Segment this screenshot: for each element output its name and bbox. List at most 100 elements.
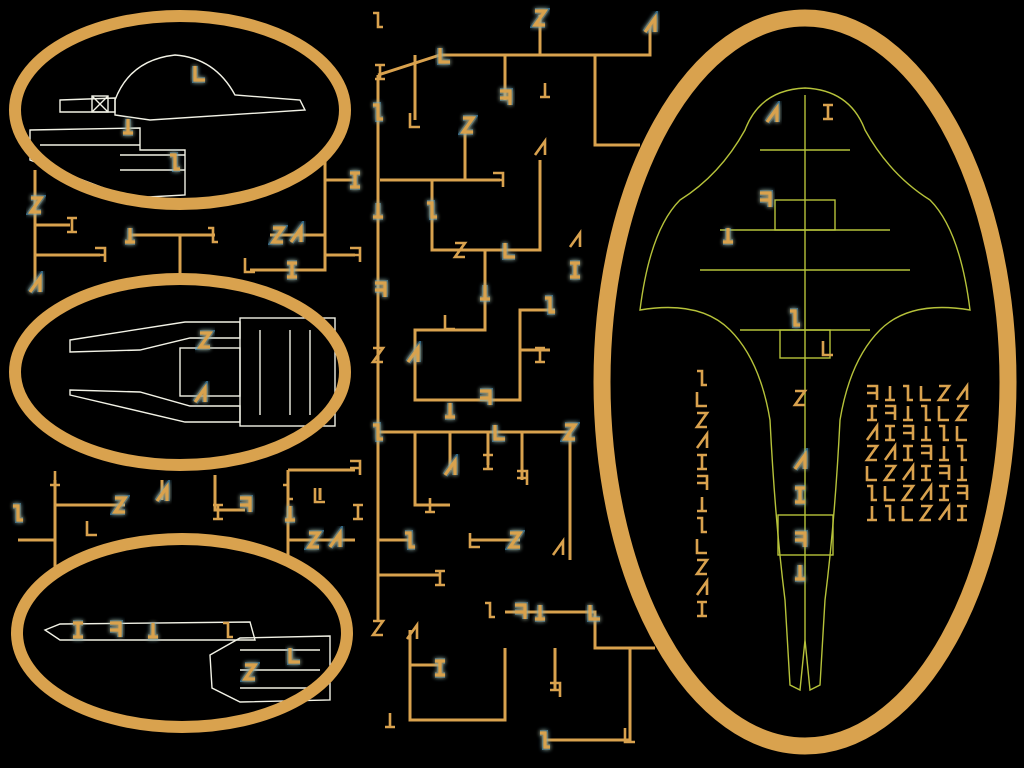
glyph-icon bbox=[957, 466, 967, 482]
glyph-icon bbox=[921, 404, 931, 422]
glyph-icon bbox=[540, 83, 550, 99]
glyph-icon bbox=[697, 516, 707, 534]
glowing-glyph-icon bbox=[540, 731, 550, 749]
glowing-glyph-icon bbox=[535, 605, 545, 621]
glowing-glyph-icon bbox=[531, 9, 549, 27]
glowing-glyph-icon bbox=[27, 196, 45, 214]
glyph-icon bbox=[468, 533, 480, 549]
glyph-icon bbox=[939, 484, 949, 502]
glyph-icon bbox=[697, 497, 707, 513]
glyph-icon bbox=[939, 464, 951, 480]
glowing-glyph-icon bbox=[760, 191, 772, 207]
glyph-icon bbox=[493, 171, 505, 187]
glyph-icon bbox=[957, 444, 967, 462]
glyph-icon bbox=[95, 246, 107, 262]
glowing-glyph-icon bbox=[500, 89, 512, 105]
glowing-glyph-icon bbox=[723, 228, 733, 244]
glyph-icon bbox=[695, 539, 707, 555]
glyph-icon bbox=[883, 486, 895, 502]
glyph-icon bbox=[864, 444, 880, 462]
glyph-icon bbox=[903, 424, 915, 440]
glyph-icon bbox=[283, 483, 293, 501]
glyph-icon bbox=[370, 619, 386, 637]
frame-ship-nacelles bbox=[9, 273, 351, 471]
glowing-glyph-icon bbox=[515, 603, 527, 619]
glyph-icon bbox=[900, 484, 916, 502]
glowing-glyph-icon bbox=[445, 403, 455, 419]
connector-line bbox=[545, 648, 632, 742]
glyph-icon bbox=[695, 392, 707, 408]
glowing-glyph-icon bbox=[350, 171, 360, 189]
glowing-glyph-icon bbox=[405, 531, 415, 549]
glowing-glyph-icon bbox=[373, 103, 383, 121]
glowing-glyph-icon bbox=[125, 228, 135, 244]
glowing-glyph-icon bbox=[196, 331, 214, 349]
glowing-glyph-icon bbox=[285, 506, 295, 522]
glyph-icon bbox=[483, 453, 493, 471]
glowing-glyph-icon bbox=[123, 119, 133, 135]
connector-line bbox=[213, 475, 245, 512]
glowing-glyph-icon bbox=[643, 13, 657, 33]
glowing-glyph-icon bbox=[373, 203, 383, 219]
glyph-icon bbox=[867, 384, 879, 400]
glowing-glyph-icon bbox=[148, 623, 158, 639]
glowing-glyph-icon bbox=[435, 659, 445, 677]
connector-line bbox=[430, 160, 542, 252]
glowing-glyph-icon bbox=[793, 450, 807, 470]
glyph-icon bbox=[435, 569, 445, 587]
connector-line bbox=[377, 25, 652, 77]
glowing-glyph-icon bbox=[373, 423, 383, 441]
glowing-glyph-icon bbox=[795, 565, 805, 581]
glyph-icon bbox=[885, 504, 895, 522]
glyph-icon bbox=[885, 424, 895, 442]
glyph-icon bbox=[313, 488, 325, 504]
glyph-icon bbox=[697, 453, 707, 471]
glowing-glyph-icon bbox=[795, 531, 807, 547]
glyph-icon bbox=[223, 621, 233, 639]
glyph-icon bbox=[882, 464, 898, 482]
glyph-icon bbox=[936, 384, 952, 402]
glyph-icon bbox=[957, 484, 969, 500]
glowing-glyph-icon bbox=[443, 456, 457, 476]
glyph-icon bbox=[85, 521, 97, 537]
glowing-glyph-icon bbox=[493, 425, 505, 441]
glyph-icon bbox=[443, 315, 455, 331]
glyph-icon bbox=[50, 471, 60, 487]
glowing-glyph-icon bbox=[13, 504, 23, 522]
glyph-icon bbox=[921, 426, 931, 442]
glyph-icon bbox=[955, 426, 967, 442]
glyph-icon bbox=[213, 503, 223, 521]
glowing-glyph-icon bbox=[790, 309, 800, 327]
glyph-icon bbox=[919, 481, 933, 501]
glyph-icon bbox=[939, 424, 949, 442]
glowing-glyph-icon bbox=[328, 528, 342, 548]
glowing-glyph-icon bbox=[795, 486, 805, 504]
glyph-icon bbox=[937, 406, 949, 422]
frame-ship-side bbox=[9, 10, 351, 210]
connector-line bbox=[18, 480, 57, 542]
glyph-icon bbox=[937, 501, 951, 521]
frame-ship-bottom bbox=[11, 533, 353, 733]
connector-line bbox=[250, 160, 327, 272]
glyph-icon bbox=[370, 346, 386, 364]
glyph-icon bbox=[695, 429, 709, 449]
glyph-icon bbox=[425, 498, 435, 514]
glyph-icon bbox=[955, 381, 969, 401]
glyph-icon bbox=[375, 63, 385, 81]
glyph-icon bbox=[67, 216, 77, 234]
glyph-icon bbox=[452, 241, 468, 259]
glyph-icon bbox=[903, 384, 913, 402]
glowing-glyph-icon bbox=[28, 273, 42, 293]
glyph-icon bbox=[865, 466, 877, 482]
glyph-icon bbox=[208, 226, 218, 244]
starship-plan-icon bbox=[639, 87, 971, 692]
glyph-icon bbox=[535, 346, 545, 364]
glowing-glyph-icon bbox=[155, 482, 169, 502]
glowing-glyph-icon bbox=[406, 343, 420, 363]
glyph-icon bbox=[939, 446, 949, 462]
glyph-icon bbox=[350, 246, 362, 262]
glowing-glyph-icon bbox=[193, 383, 207, 403]
glowing-glyph-icon bbox=[561, 423, 579, 441]
frame-ship-plan bbox=[593, 9, 1017, 755]
glowing-glyph-icon bbox=[289, 223, 303, 243]
